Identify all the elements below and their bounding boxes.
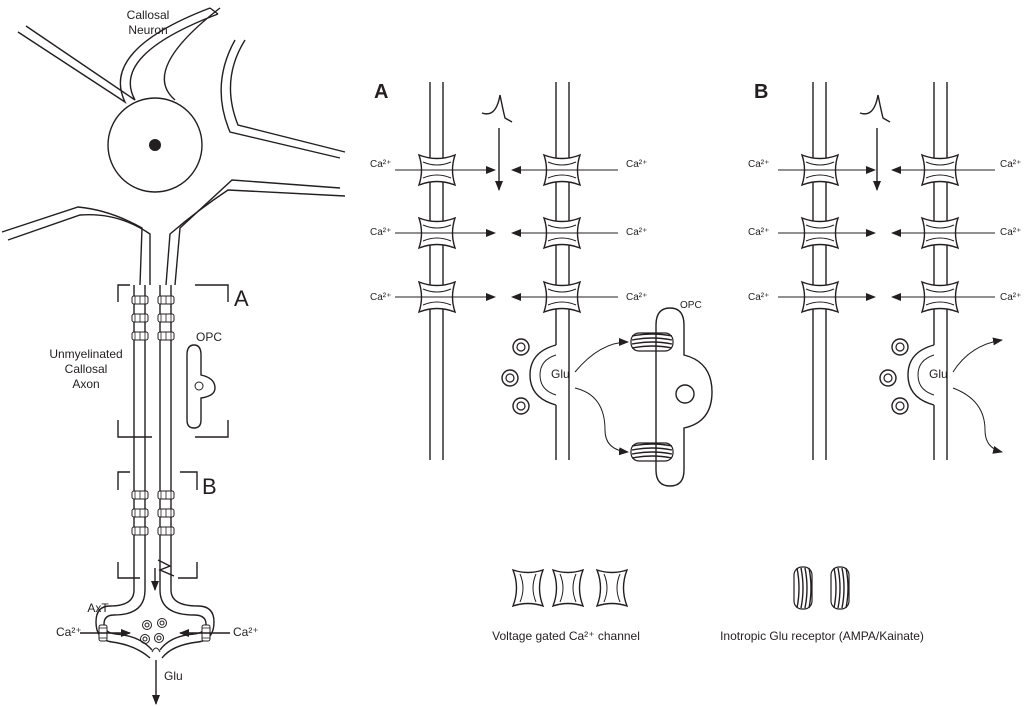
terminal-label: AxT [87, 601, 109, 615]
panel-a-opc-cell: OPC [630, 300, 713, 487]
panel-a: A Ca²⁺ Ca²⁺ Ca²⁺ Ca²⁺ Ca²⁺ Ca²⁺ Glu [370, 81, 713, 487]
neuron-figure: Callosal Neuron A B Unmyelinated [1, 7, 346, 705]
cell-nucleus [107, 97, 203, 193]
panel-a-glu-arrow-lower [574, 387, 629, 456]
neuron-title-line1: Callosal [127, 8, 170, 22]
panel-a-release-site [529, 344, 557, 406]
nucleolus [149, 139, 161, 151]
section-a-label: A [234, 286, 249, 311]
panel-b-ca-5: Ca²⁺ [748, 292, 769, 303]
panel-a-opc-label: OPC [680, 300, 702, 311]
small-opc-label: OPC [196, 330, 222, 344]
panel-b-ca-4: Ca²⁺ [1000, 227, 1021, 238]
panel-b-glu-label: Glu [929, 367, 948, 381]
panel-b-glu-arrow-lower [952, 387, 1003, 454]
terminal-ca-left-label: Ca²⁺ [56, 625, 82, 639]
axon-ca-channels [131, 295, 175, 536]
terminal-ca-right-label: Ca²⁺ [233, 625, 259, 639]
panel-b-ca-6: Ca²⁺ [1000, 292, 1021, 303]
panel-a-vesicle [501, 369, 519, 387]
panel-b-vesicle [891, 397, 909, 415]
panel-b-release-site [907, 344, 935, 406]
axon-action-potential [157, 559, 175, 577]
legend-channel-label: Voltage gated Ca²⁺ channel [492, 629, 640, 643]
axon-label-line2: Callosal [65, 362, 108, 376]
panel-a-ca-1: Ca²⁺ [370, 159, 391, 170]
axon-label-line3: Axon [72, 377, 99, 391]
panel-b: B Ca²⁺ Ca²⁺ Ca²⁺ Ca²⁺ Ca²⁺ Ca²⁺ Glu [748, 81, 1021, 460]
panel-a-ca-2: Ca²⁺ [626, 159, 647, 170]
legend-receptor-icons [793, 566, 850, 610]
section-b-label: B [202, 474, 217, 499]
section-a-bracket: A [117, 284, 249, 438]
panel-b-action-potential [859, 94, 891, 123]
panel-a-letter: A [374, 81, 388, 103]
terminal-glu-label: Glu [164, 669, 183, 683]
panel-a-ca-6: Ca²⁺ [626, 292, 647, 303]
axon-terminal [95, 589, 215, 659]
panel-a-ca-4: Ca²⁺ [626, 227, 647, 238]
legend-channel-icons [512, 569, 628, 607]
neuron-title-line2: Neuron [128, 23, 167, 37]
panel-a-vesicle [512, 397, 530, 415]
panel-a-glu-arrow-upper [574, 338, 629, 373]
panel-a-action-potential [481, 94, 513, 123]
panel-b-vesicle [879, 369, 897, 387]
panel-a-ca-3: Ca²⁺ [370, 227, 391, 238]
panel-a-glu-label: Glu [551, 367, 570, 381]
small-opc-cell: OPC [186, 330, 222, 429]
panel-b-ca-2: Ca²⁺ [1000, 159, 1021, 170]
panel-b-ca-1: Ca²⁺ [748, 159, 769, 170]
neuron-soma [1, 7, 346, 286]
panel-b-vesicle [891, 338, 909, 356]
panel-b-letter: B [754, 81, 768, 103]
legend: Voltage gated Ca²⁺ channel Inotropic Glu… [492, 566, 924, 643]
panel-b-ca-3: Ca²⁺ [748, 227, 769, 238]
section-b-bracket: B [117, 471, 217, 579]
panel-a-ca-5: Ca²⁺ [370, 292, 391, 303]
legend-receptor-label: Inotropic Glu receptor (AMPA/Kainate) [720, 629, 924, 643]
panel-b-glu-arrow-upper [952, 337, 1003, 373]
axon-label-line1: Unmyelinated [49, 347, 122, 361]
panel-a-vesicle [512, 338, 530, 356]
